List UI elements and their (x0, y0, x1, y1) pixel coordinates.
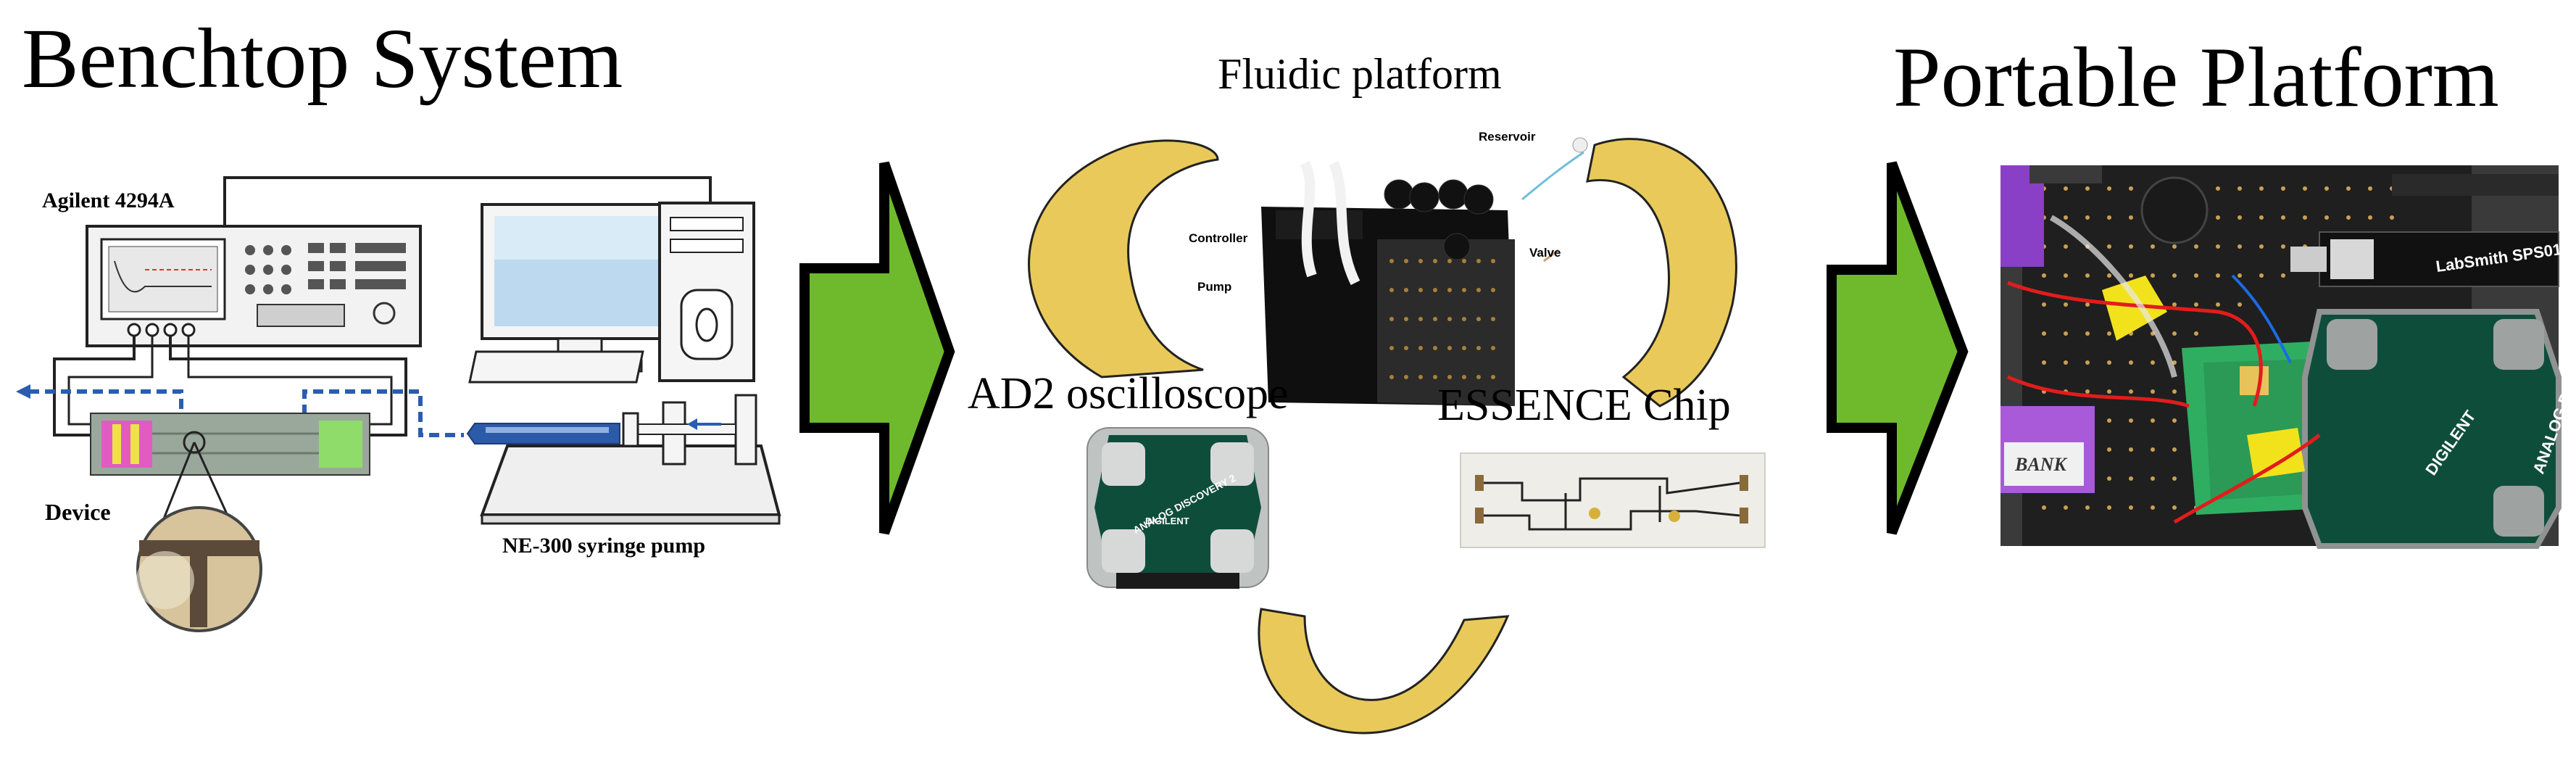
bank-label-text: BANK (2015, 454, 2066, 475)
controller-label: Controller (1189, 231, 1248, 245)
fluidic-board (1261, 137, 1588, 406)
analyzer-lead-left-2 (67, 336, 154, 426)
agilent-analyzer (86, 225, 422, 347)
valve-label: Valve (1529, 246, 1561, 260)
device-micrograph (136, 506, 262, 632)
magnifier-target (183, 431, 206, 454)
essence-chip (1460, 452, 1766, 548)
benchtop-device (90, 413, 370, 476)
computer (468, 202, 755, 384)
flow-arrow-left (16, 384, 30, 399)
analyzer-lead-left (53, 336, 136, 437)
syringe-pump (466, 394, 781, 525)
flow-line (29, 389, 464, 437)
analyzer-to-pc-wire (223, 176, 712, 225)
reservoir-label: Reservoir (1479, 130, 1536, 144)
analyzer-lead-right-2 (187, 336, 393, 426)
ad2-digilent-text: DIGILENT (1145, 516, 1189, 526)
ad2-oscilloscope-title: AD2 oscilloscope (968, 369, 1289, 418)
pump-label: NE-300 syringe pump (502, 534, 706, 558)
loop-right (1586, 138, 1737, 408)
portable-board (2000, 165, 2562, 549)
analyzer-label: Agilent 4294A (42, 189, 175, 212)
arrow-fluidic-to-portable (1827, 161, 1969, 535)
ad2-device (1087, 427, 1269, 589)
analyzer-lead-right (169, 336, 407, 437)
fluidic-pump-label: Pump (1197, 280, 1232, 294)
fluidic-platform-title: Fluidic platform (1218, 50, 1502, 98)
essence-chip-title: ESSENCE Chip (1437, 381, 1731, 430)
portable-platform-title: Portable Platform (1893, 30, 2499, 125)
benchtop-title: Benchtop System (22, 11, 623, 106)
arrow-benchtop-to-fluidic (799, 161, 955, 535)
device-label: Device (45, 499, 111, 525)
loop-bottom (1258, 608, 1510, 735)
loop-left (1028, 139, 1219, 378)
